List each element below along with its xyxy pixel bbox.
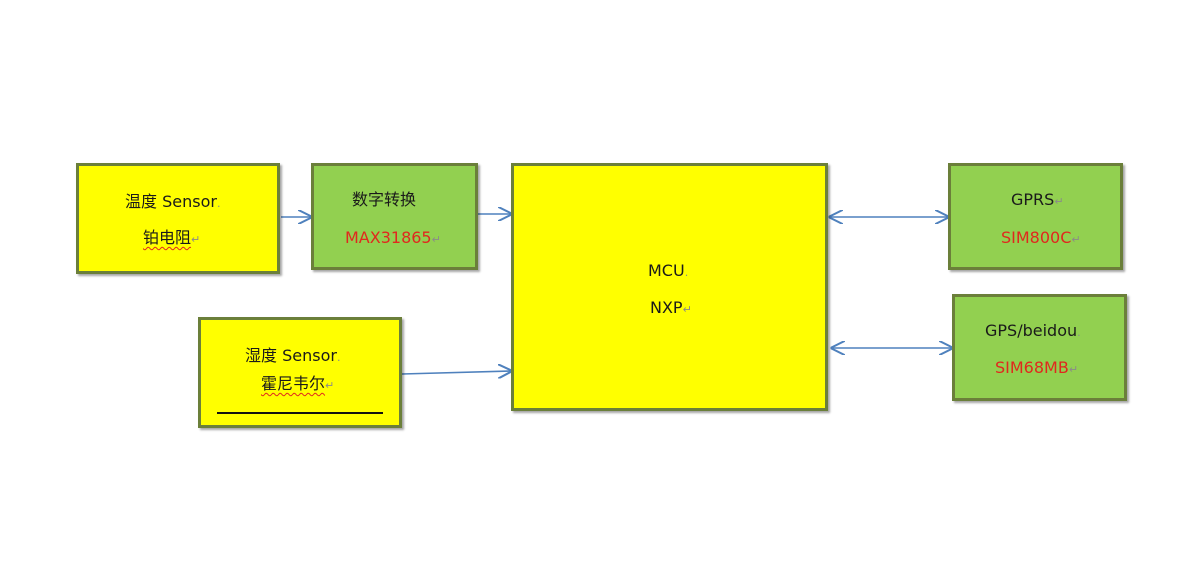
platinum-resistor-label: 铂电阻 [143, 228, 192, 247]
humidity-sensor-box: 湿度 Sensor. 霍尼韦尔↵ [198, 317, 402, 428]
mcu-title: MCU. [648, 261, 688, 283]
gps-label: GPS/beidou [985, 321, 1078, 340]
adc-title: 数字转换 [352, 190, 416, 210]
temperature-sensor-title: 温度 Sensor. [125, 192, 220, 214]
gprs-module-label: SIM800C [1001, 228, 1072, 247]
temperature-sensor-box: 温度 Sensor. 铂电阻↵ [76, 163, 280, 274]
gps-module-label: SIM68MB [995, 358, 1069, 377]
paragraph-mark: ↵ [1071, 233, 1081, 246]
paragraph-mark: . [1077, 326, 1081, 339]
gprs-module: SIM800C↵ [1001, 228, 1081, 250]
paragraph-mark: . [684, 266, 689, 279]
underline-rule [217, 412, 383, 414]
arrow-sensor2-to-mcu [401, 371, 511, 374]
honeywell-label: 霍尼韦尔 [261, 374, 326, 393]
gps-title: GPS/beidou. [985, 321, 1081, 343]
gprs-label: GPRS [1011, 190, 1055, 209]
paragraph-mark: ↵ [682, 303, 692, 316]
paragraph-mark: ↵ [325, 379, 335, 392]
paragraph-mark: ↵ [431, 233, 441, 246]
adc-label: 数字转换 [352, 190, 417, 209]
adc-part: MAX31865↵ [345, 228, 441, 250]
mcu-vendor: NXP↵ [650, 298, 692, 320]
humidity-sensor-brand: 霍尼韦尔↵ [261, 374, 334, 396]
humidity-sensor-title: 湿度 Sensor. [245, 346, 340, 368]
gprs-box: GPRS↵ SIM800C↵ [948, 163, 1123, 270]
adc-box: 数字转换 MAX31865↵ [311, 163, 478, 270]
humidity-sensor-label: 湿度 Sensor [245, 346, 337, 365]
paragraph-mark: ↵ [1054, 195, 1064, 208]
mcu-vendor-label: NXP [650, 298, 683, 317]
temperature-sensor-type: 铂电阻↵ [143, 228, 200, 250]
adc-part-number: MAX31865 [345, 228, 432, 247]
paragraph-mark: ↵ [1068, 363, 1079, 376]
mcu-label: MCU [648, 261, 685, 280]
mcu-box: MCU. NXP↵ [511, 163, 828, 411]
temperature-sensor-label: 温度 Sensor [125, 192, 217, 211]
gps-module: SIM68MB↵ [995, 358, 1078, 380]
gps-box: GPS/beidou. SIM68MB↵ [952, 294, 1127, 401]
paragraph-mark: . [336, 351, 341, 364]
paragraph-mark: . [216, 197, 221, 210]
paragraph-mark: ↵ [191, 233, 201, 246]
gprs-title: GPRS↵ [1011, 190, 1064, 212]
